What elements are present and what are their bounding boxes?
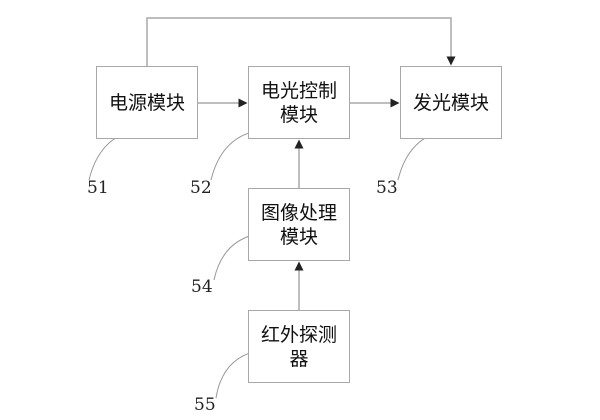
image-processing-label-line2: 模块 bbox=[279, 225, 318, 248]
reference-number-51: 51 bbox=[87, 178, 109, 198]
power-module-box: 电源模块 bbox=[96, 66, 198, 139]
electro-optic-control-module-box: 电光控制 模块 bbox=[248, 66, 350, 139]
power-module-label: 电源模块 bbox=[108, 91, 185, 114]
reference-number-54: 54 bbox=[191, 277, 213, 297]
electro-optic-control-label-line1: 电光控制 bbox=[260, 79, 337, 102]
connector-51-to-53 bbox=[146, 17, 456, 66]
infrared-detector-label-line1: 红外探测 bbox=[260, 323, 337, 346]
light-emitting-module-box: 发光模块 bbox=[400, 66, 502, 139]
image-processing-label-line1: 图像处理 bbox=[260, 201, 337, 224]
electro-optic-control-label-line2: 模块 bbox=[279, 103, 318, 126]
reference-number-55: 55 bbox=[194, 395, 216, 415]
image-processing-module-box: 图像处理 模块 bbox=[248, 188, 350, 261]
reference-number-52: 52 bbox=[190, 178, 212, 198]
infrared-detector-box: 红外探测 器 bbox=[248, 310, 350, 383]
reference-number-53: 53 bbox=[376, 178, 398, 198]
light-emitting-module-label: 发光模块 bbox=[412, 91, 489, 114]
infrared-detector-label-line2: 器 bbox=[289, 347, 309, 370]
